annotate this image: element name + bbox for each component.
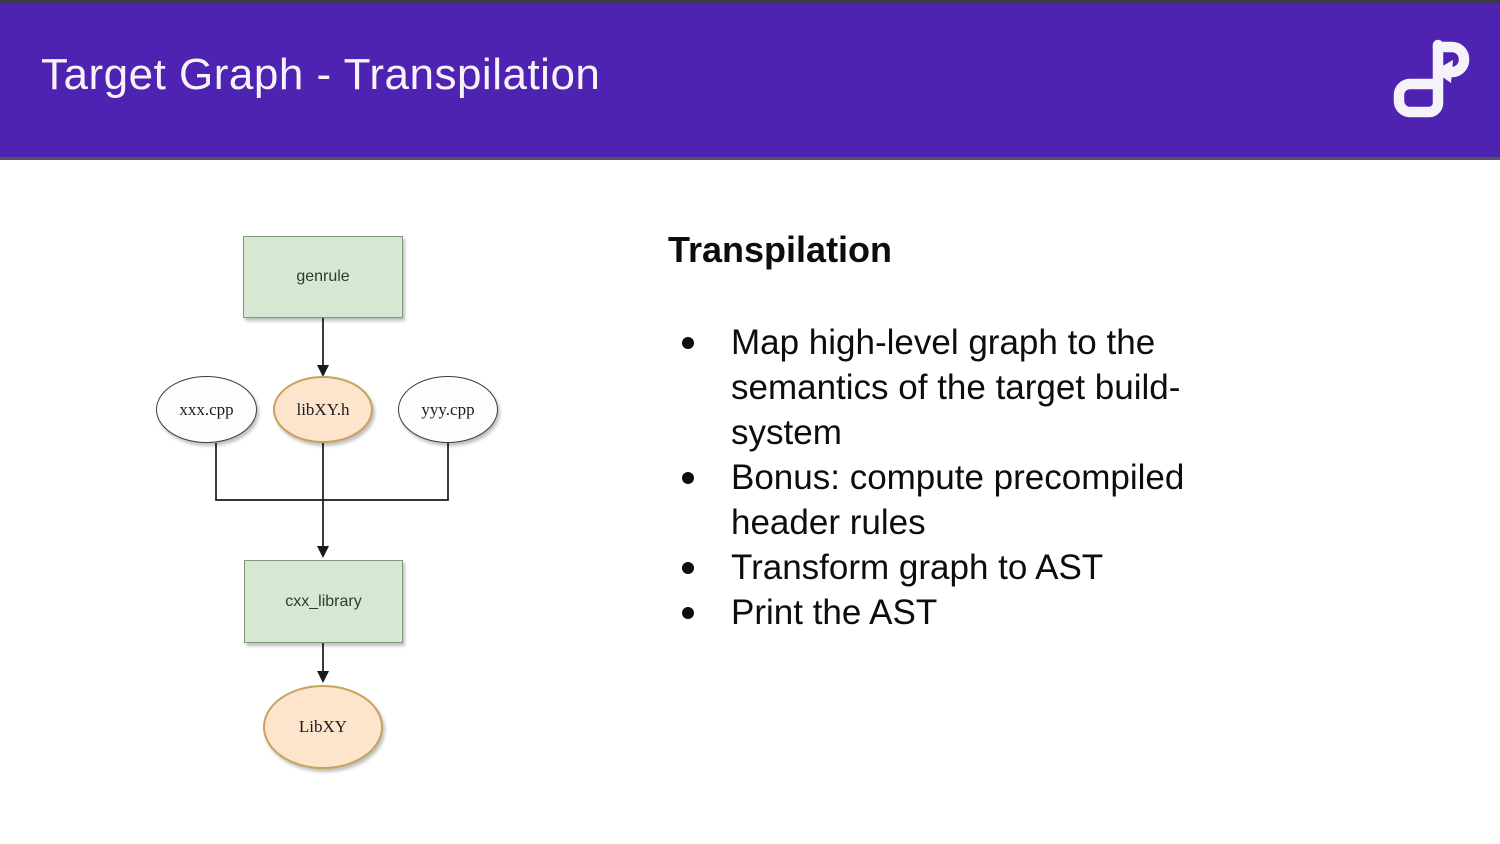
header-bar: Target Graph - Transpilation (0, 0, 1500, 157)
node-yyy-cpp: yyy.cpp (398, 376, 498, 443)
notes-column: Transpilation Map high-level graph to th… (668, 228, 1248, 635)
bullet-icon (682, 472, 694, 484)
node-xxx-cpp: xxx.cpp (156, 376, 257, 443)
bullet-text: Print the AST (731, 593, 938, 632)
section-heading: Transpilation (668, 229, 893, 270)
diagram-edges (215, 318, 449, 683)
edge-sources-junction (215, 443, 449, 501)
loop-arrow-logo-icon (1393, 39, 1470, 118)
node-libxy-h: libXY.h (273, 376, 373, 443)
arrowhead-icon (317, 365, 329, 377)
arrowhead-icon (317, 671, 329, 683)
node-label: libXY.h (296, 399, 350, 419)
node-label: xxx.cpp (179, 399, 234, 419)
bullet-icon (682, 607, 694, 619)
list-item: Bonus: compute precompiled header rules (668, 455, 1248, 545)
window-top-edge (0, 0, 1500, 3)
bullet-text: Bonus: compute precompiled header rules (731, 458, 1185, 542)
bullet-icon (682, 562, 694, 574)
bullet-text: Transform graph to AST (731, 548, 1104, 587)
node-label: cxx_library (285, 592, 362, 610)
node-label: yyy.cpp (421, 399, 475, 419)
node-cxx-library: cxx_library (244, 560, 403, 643)
arrowhead-icon (317, 546, 329, 558)
node-label: genrule (296, 268, 350, 285)
node-libxy: LibXY (263, 685, 383, 769)
list-item: Transform graph to AST (668, 545, 1248, 590)
header-divider (0, 157, 1500, 160)
list-item: Map high-level graph to the semantics of… (668, 320, 1248, 455)
bullet-list: Map high-level graph to the semantics of… (668, 320, 1248, 635)
node-genrule: genrule (243, 236, 403, 318)
bullet-text: Map high-level graph to the semantics of… (731, 323, 1181, 452)
node-label: LibXY (298, 717, 348, 736)
slide-title: Target Graph - Transpilation (41, 50, 601, 99)
list-item: Print the AST (668, 590, 1248, 635)
target-graph-diagram: genrule xxx.cpp libXY.h yyy.cpp cxx_libr… (0, 170, 540, 844)
bullet-icon (682, 337, 694, 349)
